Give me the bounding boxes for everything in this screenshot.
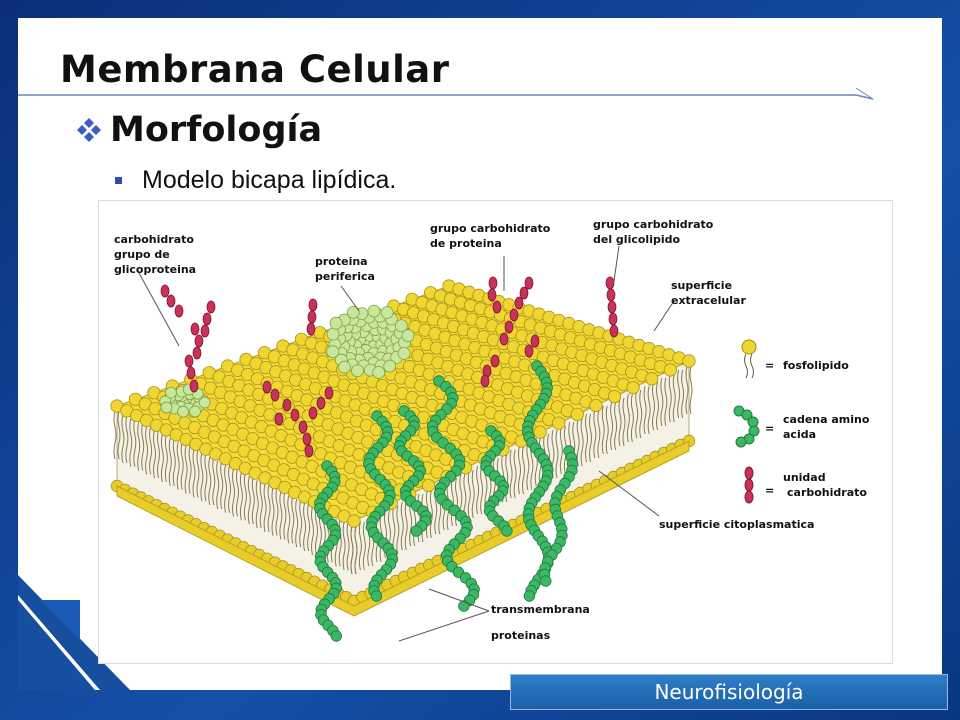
slide-title: Membrana Celular (60, 48, 450, 91)
square-bullet-icon (115, 177, 122, 184)
legend-amino-chain-icon (733, 405, 760, 448)
label-superficie-extracelular: superficie extracelular (671, 279, 746, 307)
label-superficie-citoplasmatica: superficie citoplasmatica (659, 518, 814, 531)
four-diamond-bullet-icon (77, 118, 101, 142)
heading-bullet: Morfología (74, 110, 322, 150)
membrane-diagram: carbohidrato grupo de glicoproteina prot… (99, 201, 892, 663)
legend-phospholipid-icon (741, 339, 757, 379)
label-leader-lines (138, 245, 675, 642)
legend: = fosfolipido = cadena amino acida = uni… (733, 339, 873, 504)
transmembrane-protein-chains (314, 360, 579, 642)
label-proteina-periferica: proteina periferica (315, 255, 375, 283)
label-carbohidrato-glicolipido: grupo carbohidrato del glicolipido (593, 218, 717, 246)
legend-equals-3: = (765, 484, 774, 497)
carbohydrate-chains (160, 276, 619, 458)
label-carbohidrato-proteina: grupo carbohidrato de proteina (430, 222, 554, 250)
footer-badge: Neurofisiología (510, 674, 948, 710)
peripheral-protein (159, 304, 415, 418)
legend-equals: = (765, 359, 774, 372)
title-underline (18, 87, 874, 100)
label-carbohidrato-glicoproteina: carbohidrato grupo de glicoproteina (114, 233, 198, 276)
legend-carbohydrate-icon (744, 466, 754, 504)
legend-equals-2: = (765, 422, 774, 435)
legend-fosfolipido: fosfolipido (783, 359, 849, 372)
label-transmembrana-proteinas: transmembrana proteinas (491, 603, 594, 642)
heading-text: Morfología (110, 110, 323, 150)
legend-unidad: unidad carbohidrato (783, 471, 867, 499)
legend-cadena: cadena amino acida (783, 413, 873, 441)
subpoint-text: Modelo bicapa lipídica. (142, 166, 397, 194)
subpoint-bullet: Modelo bicapa lipídica. (115, 166, 396, 195)
